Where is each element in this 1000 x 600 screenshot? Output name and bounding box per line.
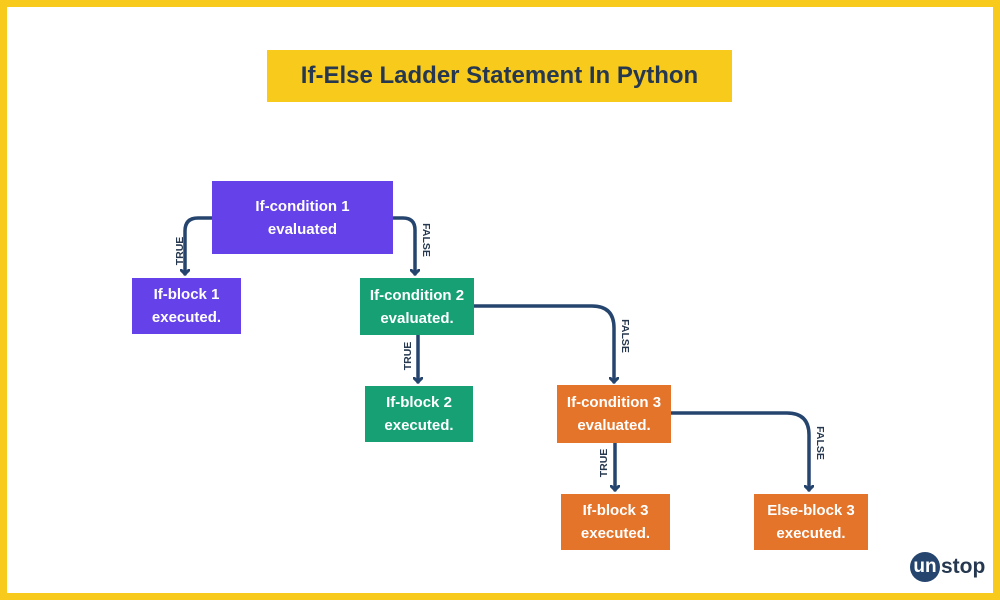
edge-label-cond1-true: TRUE — [174, 237, 186, 266]
edge-label-cond3-false: FALSE — [814, 426, 826, 460]
edge-label-cond2-true: TRUE — [402, 342, 414, 371]
edge-cond3-false — [669, 411, 809, 492]
logo-text: stop — [941, 555, 986, 578]
if-condition-3-node: If-condition 3 evaluated. — [557, 385, 671, 443]
if-block-2-node: If-block 2 executed. — [365, 386, 473, 442]
edge-cond1-false — [391, 216, 415, 276]
edge-label-cond2-false: FALSE — [619, 319, 631, 353]
unstop-logo: un stop — [910, 552, 985, 582]
logo-circle: un — [910, 552, 940, 582]
else-block-3-node: Else-block 3 executed. — [754, 494, 868, 550]
page-title: If-Else Ladder Statement In Python — [267, 50, 732, 102]
edge-cond1-true — [185, 216, 214, 276]
if-condition-1-node: If-condition 1 evaluated — [212, 181, 393, 254]
if-block-1-node: If-block 1 executed. — [132, 278, 241, 334]
edge-label-cond1-false: FALSE — [420, 223, 432, 257]
edge-cond2-false — [472, 304, 614, 384]
if-block-3-node: If-block 3 executed. — [561, 494, 670, 550]
edge-label-cond3-true: TRUE — [598, 449, 610, 478]
if-condition-2-node: If-condition 2 evaluated. — [360, 278, 474, 335]
